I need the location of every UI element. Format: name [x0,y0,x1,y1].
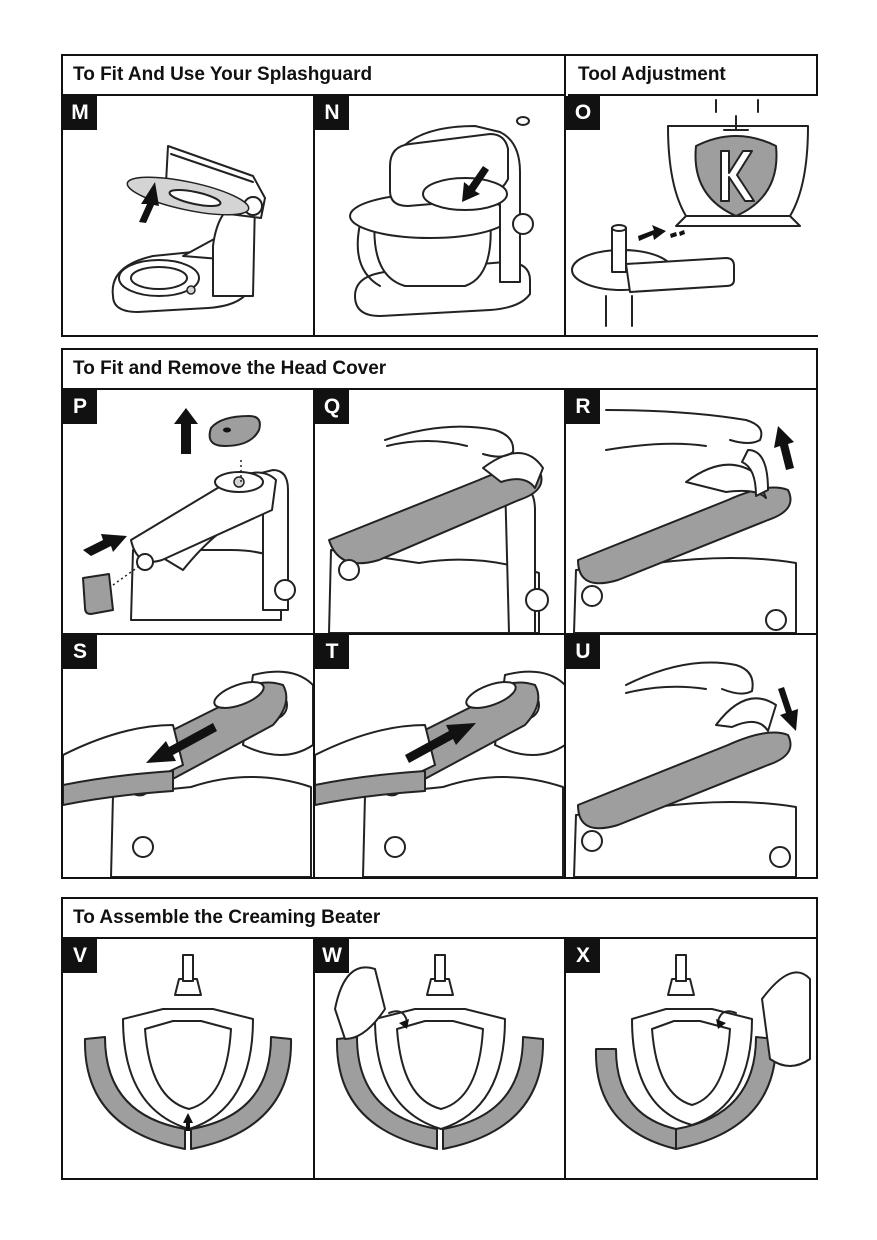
panel-r-lift-cover: R [566,390,816,633]
splashguard-section: To Fit And Use Your Splashguard Tool Adj… [61,54,818,337]
panel-x-fit-right-blade: X [566,939,816,1178]
hand-fitting-right-blade-illustration [594,954,811,1150]
hand-lowering-cover-illustration [573,661,798,877]
mixer-with-splashguard-illustration [349,116,534,317]
panel-q-fit-cover: Q [315,390,564,633]
panel-label: T [315,635,349,669]
panel-o-tool-adjustment: O [566,96,818,335]
beater-height-adjust-illustration [571,99,809,327]
panel-divider [313,96,315,335]
tool-adjustment-heading: Tool Adjustment [568,56,818,96]
hand-fitting-cover-illustration [328,425,549,633]
panel-m-fit-splashguard: M [63,96,313,335]
panel-u-lower-cover: U [566,635,816,877]
head-cover-section: To Fit and Remove the Head Cover P Q [61,348,818,879]
mixer-head-raised-illustration [111,145,266,313]
panel-label: W [315,939,349,973]
cover-sliding-on-illustration [315,670,564,877]
panel-s-slide-cover-off: S [63,635,313,877]
head-cover-heading: To Fit and Remove the Head Cover [63,350,816,390]
panel-t-slide-cover-on: T [315,635,564,877]
panel-label: Q [315,390,349,424]
panel-label: S [63,635,97,669]
head-cover-removed-illustration [82,408,296,621]
panel-divider [564,939,566,1178]
panel-label: M [63,96,97,130]
panel-p-remove-covers: P [63,390,313,633]
beater-blade-fitting-illustration [83,954,293,1150]
panel-w-fit-left-blade: W [315,939,564,1178]
panel-label: X [566,939,600,973]
cover-sliding-off-illustration [63,670,313,877]
panel-label: U [566,635,600,669]
section-divider [564,56,566,335]
creaming-beater-heading: To Assemble the Creaming Beater [63,899,816,939]
panel-label: N [315,96,349,130]
panel-label: R [566,390,600,424]
panel-v-assemble-blade: V [63,939,313,1178]
panel-n-lower-head: N [315,96,564,335]
creaming-beater-section: To Assemble the Creaming Beater V W [61,897,818,1180]
panel-divider [313,939,315,1178]
row-divider [63,633,816,635]
splashguard-heading: To Fit And Use Your Splashguard [63,56,566,96]
panel-label: V [63,939,97,973]
hand-lifting-cover-illustration [573,409,797,633]
panel-label: P [63,390,97,424]
panel-label: O [566,96,600,130]
hand-fitting-left-blade-illustration [334,954,545,1150]
